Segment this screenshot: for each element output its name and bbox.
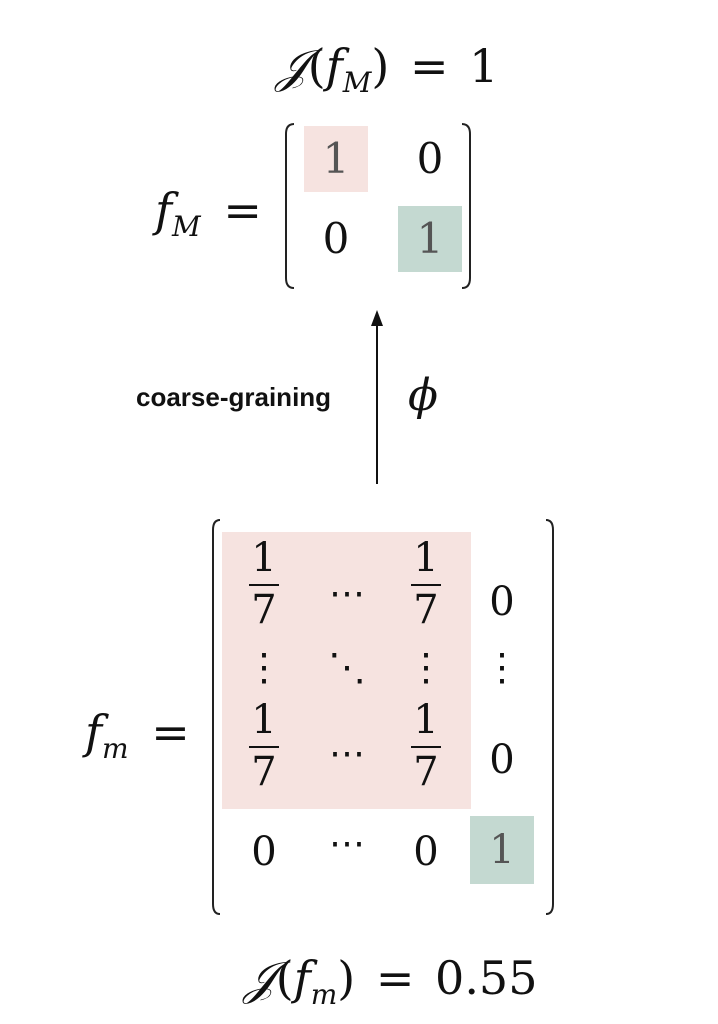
macro-effectiveness-equation: 𝒥(fM) = 1	[276, 38, 499, 99]
micro-vdots-c1: ⋮	[245, 645, 283, 689]
micro-zero-r3-c4: 0	[489, 737, 515, 783]
micro-zero-r4-c3: 0	[413, 829, 439, 875]
open-paren: (	[307, 39, 326, 93]
micro-vdots-c3: ⋮	[407, 645, 445, 689]
fraction-bar	[411, 584, 441, 586]
macro-cell-1-0: 0	[322, 214, 350, 263]
coarse-graining-arrow	[371, 310, 383, 484]
open-paren: (	[275, 951, 294, 1005]
lhs-sub: m	[102, 732, 129, 766]
denominator: 7	[251, 587, 277, 633]
micro-zero-r4-c1: 0	[251, 829, 277, 875]
equals-sign: =	[375, 951, 415, 1005]
micro-hdots-r1: ⋯	[329, 573, 365, 614]
right-bracket	[461, 123, 471, 289]
numerator: 1	[413, 697, 439, 743]
denominator: 7	[413, 749, 439, 795]
micro-frac-r3-c3: 1 7	[406, 700, 446, 792]
micro-hdots-r4: ⋯	[329, 823, 365, 864]
close-paren: )	[371, 39, 390, 93]
micro-matrix-brackets	[212, 519, 554, 915]
macro-cell-highlight-green	[398, 206, 462, 272]
fraction-bar	[249, 746, 279, 748]
effectiveness-value: 1	[469, 39, 499, 93]
denominator: 7	[413, 587, 439, 633]
effectiveness-symbol: 𝒥	[244, 951, 276, 1005]
effectiveness-value: 0.55	[435, 951, 538, 1005]
macro-matrix-lhs: fM =	[155, 182, 262, 255]
micro-matrix-lhs: fm =	[85, 704, 190, 777]
numerator: 1	[413, 535, 439, 581]
left-bracket	[212, 519, 221, 915]
micro-frac-r1-c3: 1 7	[406, 538, 446, 630]
micro-ddots: ⋱	[328, 645, 366, 689]
macro-cell-0-1: 0	[416, 134, 444, 183]
micro-frac-r3-c1: 1 7	[244, 700, 284, 792]
micro-one-r4-c4: 1	[489, 827, 515, 873]
micro-effectiveness-equation: 𝒥(fm) = 0.55	[244, 950, 538, 1011]
macro-cell-highlight-pink	[304, 126, 368, 192]
right-bracket	[545, 519, 554, 915]
micro-cell-highlight-green	[470, 816, 534, 884]
micro-vdots-c4: ⋮	[483, 645, 521, 689]
function-sub: M	[342, 66, 372, 100]
micro-frac-r1-c1: 1 7	[244, 538, 284, 630]
denominator: 7	[251, 749, 277, 795]
function-var: f	[325, 39, 343, 93]
fraction-bar	[249, 584, 279, 586]
lhs-var: f	[155, 183, 173, 237]
macro-matrix-brackets	[285, 123, 471, 289]
close-paren: )	[337, 951, 356, 1005]
numerator: 1	[251, 697, 277, 743]
lhs-var: f	[85, 705, 103, 759]
function-var: f	[293, 951, 311, 1005]
left-bracket	[285, 123, 295, 289]
macro-cell-1-1: 1	[416, 214, 444, 263]
micro-zero-r1-c4: 0	[489, 579, 515, 625]
lhs-sub: M	[172, 210, 201, 244]
micro-hdots-r3: ⋯	[329, 733, 365, 774]
micro-block-highlight-pink	[222, 532, 471, 809]
equals-sign: =	[409, 39, 449, 93]
fraction-bar	[411, 746, 441, 748]
effectiveness-symbol: 𝒥	[276, 39, 308, 93]
numerator: 1	[251, 535, 277, 581]
macro-cell-0-0: 1	[322, 134, 350, 183]
function-sub: m	[310, 978, 338, 1012]
equals-sign: =	[151, 705, 190, 759]
equals-sign: =	[223, 183, 262, 237]
coarse-graining-label: coarse-graining	[136, 382, 332, 412]
phi-symbol: ϕ	[408, 370, 438, 421]
